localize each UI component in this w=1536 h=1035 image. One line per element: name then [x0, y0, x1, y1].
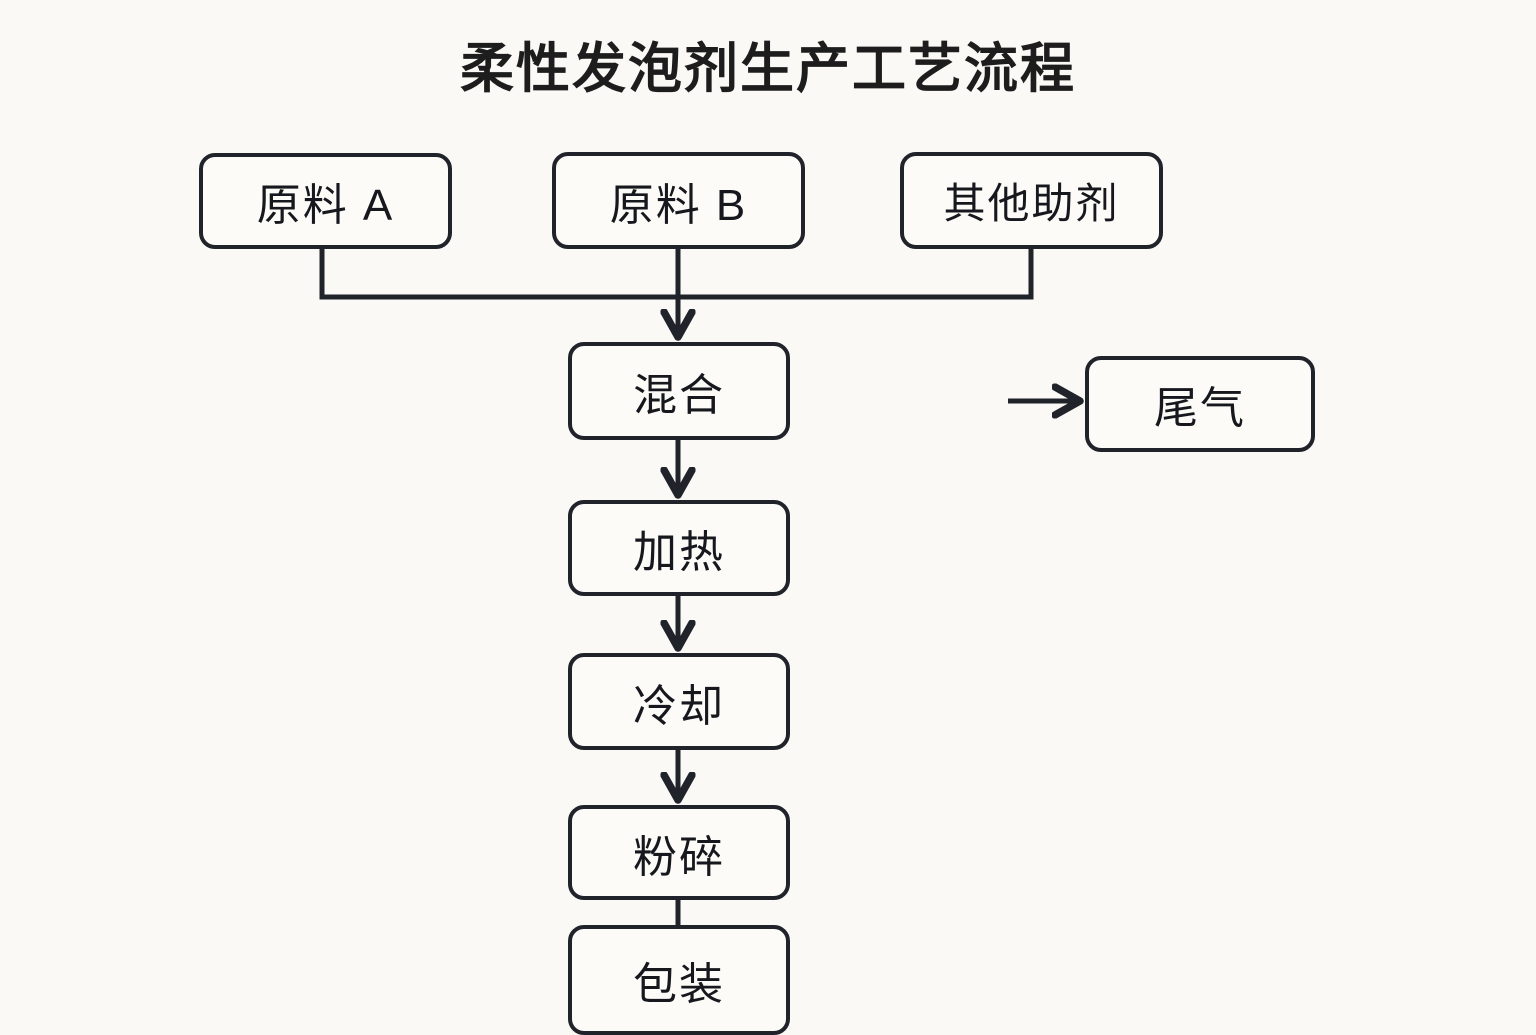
edge-additive-to-mix	[675, 246, 1034, 300]
node-heating[interactable]: 加热	[568, 500, 790, 596]
node-raw-material-b[interactable]: 原料 B	[552, 152, 805, 249]
node-packaging[interactable]: 包装	[568, 925, 790, 1035]
node-exhaust-gas[interactable]: 尾气	[1085, 356, 1315, 452]
node-cooling[interactable]: 冷却	[568, 653, 790, 750]
node-mixing[interactable]: 混合	[568, 342, 790, 440]
node-label: 原料 A	[256, 181, 395, 230]
page-title: 柔性发泡剂生产工艺流程	[460, 39, 1076, 99]
node-label: 原料 B	[609, 180, 748, 230]
node-label: 其他助剂	[943, 180, 1120, 227]
node-label: 加热	[633, 528, 725, 577]
node-other-additives[interactable]: 其他助剂	[900, 152, 1163, 249]
node-crushing[interactable]: 粉碎	[568, 805, 790, 900]
node-label: 冷却	[633, 681, 725, 731]
node-label: 包装	[633, 960, 725, 1009]
node-label: 尾气	[1154, 384, 1246, 433]
node-label: 混合	[633, 371, 725, 420]
node-raw-material-a[interactable]: 原料 A	[199, 153, 452, 249]
node-label: 粉碎	[633, 832, 725, 882]
edge-raw-a-to-mix	[319, 246, 681, 300]
